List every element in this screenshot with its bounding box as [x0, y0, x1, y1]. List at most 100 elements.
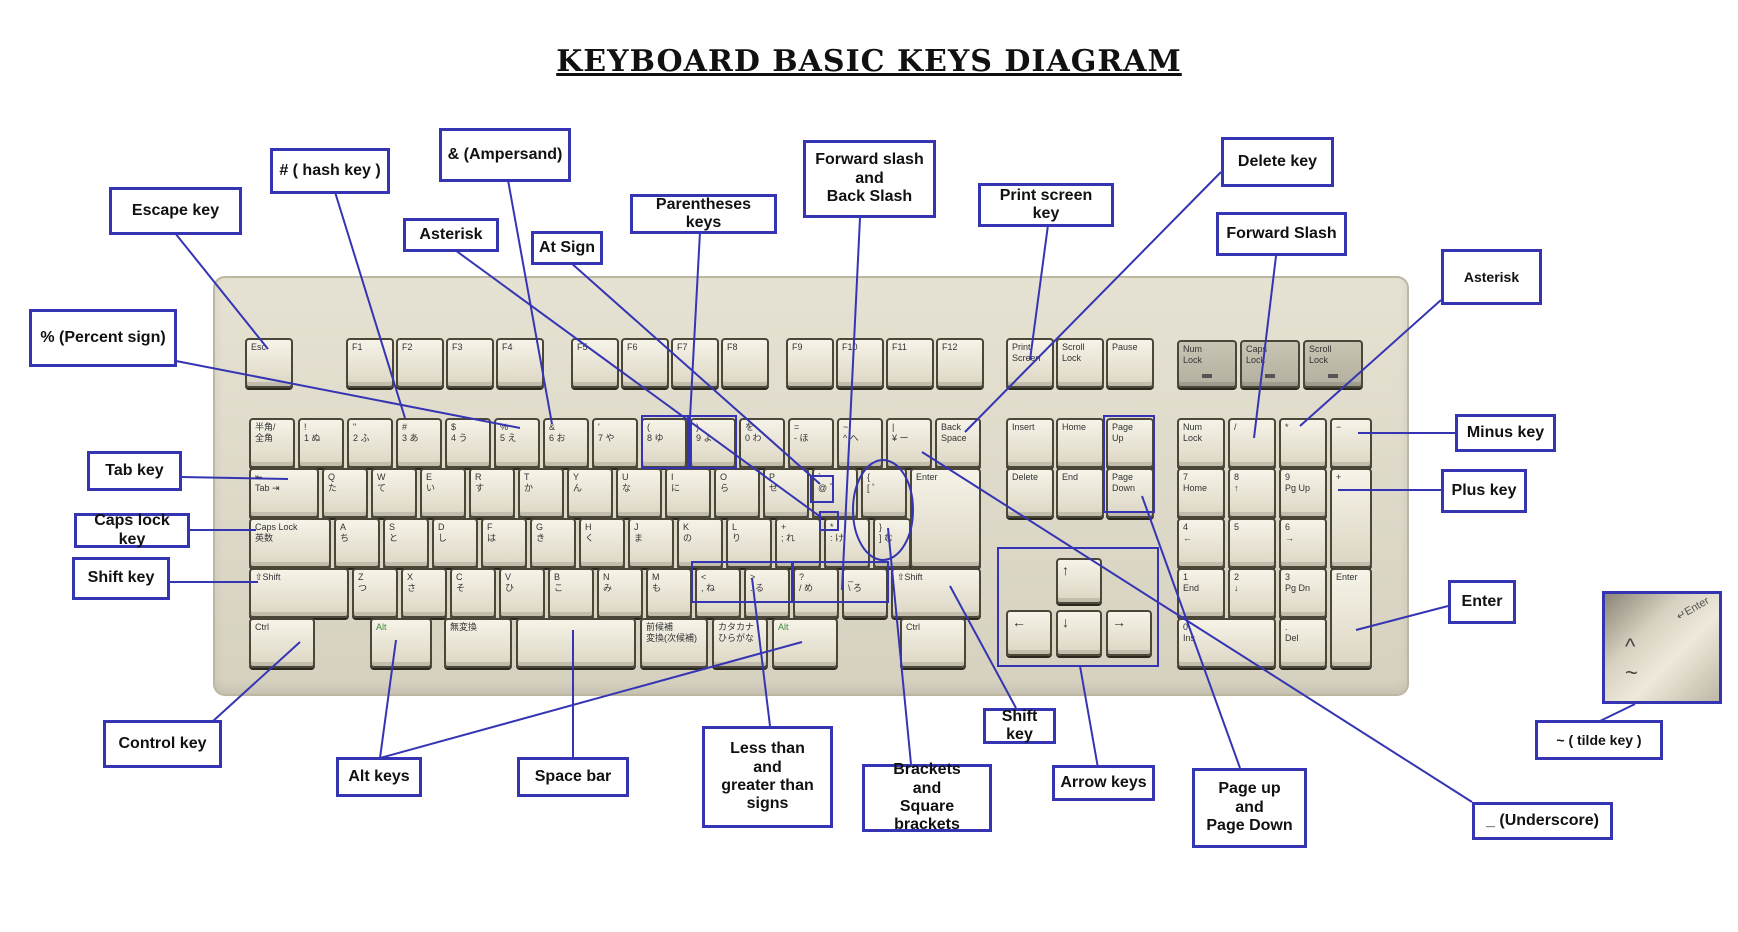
key-n[interactable]: N み: [597, 568, 643, 618]
key-e[interactable]: E い: [420, 468, 466, 518]
key-bracket-open[interactable]: { [ ゜: [861, 468, 907, 518]
key-g[interactable]: G き: [530, 518, 576, 568]
key-minus[interactable]: = - ほ: [788, 418, 834, 468]
key-num-enter[interactable]: Enter: [1330, 568, 1372, 668]
key-w[interactable]: W て: [371, 468, 417, 518]
leader-parentheses: [689, 231, 701, 419]
key-delete[interactable]: Delete: [1006, 468, 1054, 518]
key-scroll-lock[interactable]: Scroll Lock: [1056, 338, 1104, 388]
key-7[interactable]: ' 7 や: [592, 418, 638, 468]
key-colon[interactable]: * : け: [824, 518, 870, 568]
key-f1[interactable]: F1: [346, 338, 394, 388]
key-z[interactable]: Z つ: [352, 568, 398, 618]
key-num-0[interactable]: 0 Ins: [1177, 618, 1276, 668]
key-l[interactable]: L り: [726, 518, 772, 568]
key-f4[interactable]: F4: [496, 338, 544, 388]
key-0[interactable]: を 0 わ: [739, 418, 785, 468]
key-enter[interactable]: Enter: [910, 468, 981, 568]
label-arrow-keys: Arrow keys: [1052, 765, 1155, 801]
label-percent-sign: % (Percent sign): [29, 309, 177, 367]
key-period[interactable]: > . る: [744, 568, 790, 618]
key-q[interactable]: Q た: [322, 468, 368, 518]
key-3[interactable]: # 3 あ: [396, 418, 442, 468]
key-arrow-right[interactable]: →: [1106, 610, 1152, 656]
key-6[interactable]: & 6 お: [543, 418, 589, 468]
key-i[interactable]: I に: [665, 468, 711, 518]
key-shift-left[interactable]: ⇧Shift: [249, 568, 349, 618]
key-backspace[interactable]: Back Space: [935, 418, 981, 468]
key-alt-right[interactable]: Alt: [772, 618, 838, 668]
key-insert[interactable]: Insert: [1006, 418, 1054, 468]
key-f12[interactable]: F12: [936, 338, 984, 388]
key-v[interactable]: V ひ: [499, 568, 545, 618]
key-yen[interactable]: | ¥ ー: [886, 418, 932, 468]
key-f[interactable]: F は: [481, 518, 527, 568]
key-semicolon[interactable]: + ; れ: [775, 518, 821, 568]
key-num-3[interactable]: 3 Pg Dn: [1279, 568, 1327, 618]
key-d[interactable]: D し: [432, 518, 478, 568]
key-num-2[interactable]: 2 ↓: [1228, 568, 1276, 618]
key-1[interactable]: ! 1 ぬ: [298, 418, 344, 468]
key-h[interactable]: H く: [579, 518, 625, 568]
key-s[interactable]: S と: [383, 518, 429, 568]
key-num-6[interactable]: 6 →: [1279, 518, 1327, 568]
key-f8[interactable]: F8: [721, 338, 769, 388]
key-num-minus[interactable]: −: [1330, 418, 1372, 468]
key-num-1[interactable]: 1 End: [1177, 568, 1225, 618]
key-num-lock[interactable]: Num Lock: [1177, 418, 1225, 468]
key-caps-lock[interactable]: Caps Lock 英数: [249, 518, 331, 568]
key-f9[interactable]: F9: [786, 338, 834, 388]
key-4[interactable]: $ 4 う: [445, 418, 491, 468]
key-num-dot[interactable]: . Del: [1279, 618, 1327, 668]
key-f2[interactable]: F2: [396, 338, 444, 388]
key-num-slash[interactable]: /: [1228, 418, 1276, 468]
key-comma[interactable]: < , ね: [695, 568, 741, 618]
leader-page: [1141, 495, 1241, 769]
key-muhenkan[interactable]: 無変換: [444, 618, 512, 668]
key-tab[interactable]: ⇤ Tab ⇥: [249, 468, 319, 518]
key-x[interactable]: X さ: [401, 568, 447, 618]
key-num-7[interactable]: 7 Home: [1177, 468, 1225, 518]
key-slash[interactable]: ? / め: [793, 568, 839, 618]
label-less-greater: Less than and greater than signs: [702, 726, 833, 828]
key-k[interactable]: K の: [677, 518, 723, 568]
key-u[interactable]: U な: [616, 468, 662, 518]
key-henkan[interactable]: 前候補 変換(次候補): [640, 618, 708, 668]
key-c[interactable]: C そ: [450, 568, 496, 618]
key-y[interactable]: Y ん: [567, 468, 613, 518]
key-pause[interactable]: Pause: [1106, 338, 1154, 388]
key-space[interactable]: [516, 618, 636, 668]
key-arrow-down[interactable]: ↓: [1056, 610, 1102, 656]
key-alt-left[interactable]: Alt: [370, 618, 432, 668]
key-r[interactable]: R す: [469, 468, 515, 518]
key-num-plus[interactable]: +: [1330, 468, 1372, 568]
key-ctrl-right[interactable]: Ctrl: [900, 618, 966, 668]
key-f10[interactable]: F10: [836, 338, 884, 388]
key-2[interactable]: " 2 ふ: [347, 418, 393, 468]
key-arrow-left[interactable]: ←: [1006, 610, 1052, 656]
key-p[interactable]: P せ: [763, 468, 809, 518]
key-num-asterisk[interactable]: *: [1279, 418, 1327, 468]
key-num-4[interactable]: 4 ←: [1177, 518, 1225, 568]
key-f3[interactable]: F3: [446, 338, 494, 388]
key-5[interactable]: % 5 え: [494, 418, 540, 468]
leader-asterisk: [454, 249, 823, 519]
key-t[interactable]: T か: [518, 468, 564, 518]
key-num-9[interactable]: 9 Pg Up: [1279, 468, 1327, 518]
key-num-5[interactable]: 5: [1228, 518, 1276, 568]
key-num-8[interactable]: 8 ↑: [1228, 468, 1276, 518]
key-f6[interactable]: F6: [621, 338, 669, 388]
key-end[interactable]: End: [1056, 468, 1104, 518]
key-f11[interactable]: F11: [886, 338, 934, 388]
key-hankaku[interactable]: 半角/ 全角: [249, 418, 295, 468]
enter-glyph-icon: ↵Enter: [1674, 594, 1712, 624]
key-o[interactable]: O ら: [714, 468, 760, 518]
key-shift-right[interactable]: ⇧Shift: [891, 568, 981, 618]
key-print-screen[interactable]: Print Screen: [1006, 338, 1054, 388]
key-arrow-up[interactable]: ↑: [1056, 558, 1102, 604]
key-b[interactable]: B こ: [548, 568, 594, 618]
key-caret[interactable]: ~ ^ へ: [837, 418, 883, 468]
key-j[interactable]: J ま: [628, 518, 674, 568]
key-a[interactable]: A ち: [334, 518, 380, 568]
scroll-lock-indicator: Scroll Lock: [1303, 340, 1363, 388]
